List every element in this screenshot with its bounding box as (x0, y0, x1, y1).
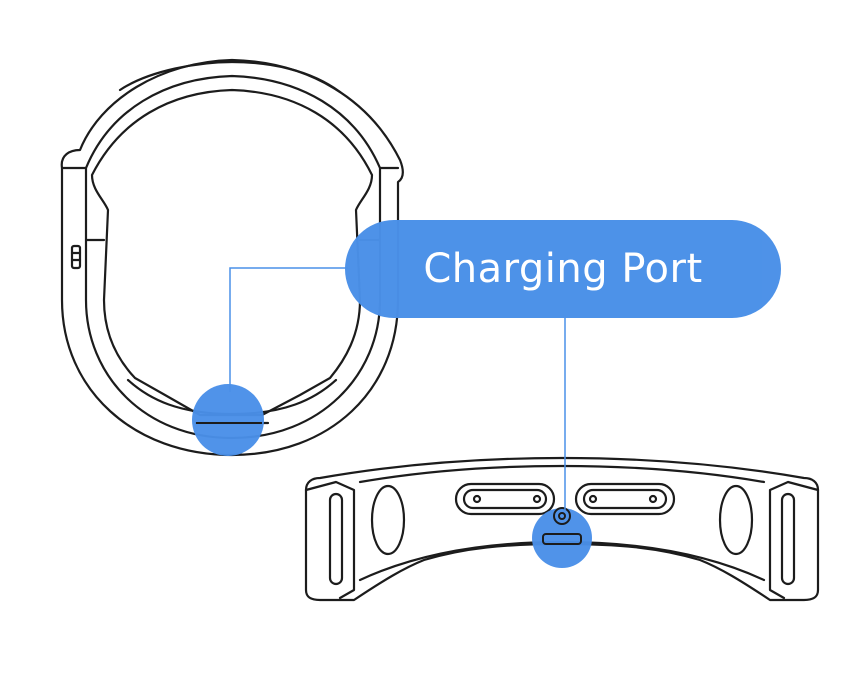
front-view-headset (304, 456, 820, 602)
callout-leader-lines (229, 267, 566, 510)
charging-port-highlight-front (532, 508, 592, 568)
charging-port-label: Charging Port (345, 220, 781, 318)
charging-port-icon (542, 507, 582, 545)
charging-port-highlight-top (192, 384, 264, 456)
